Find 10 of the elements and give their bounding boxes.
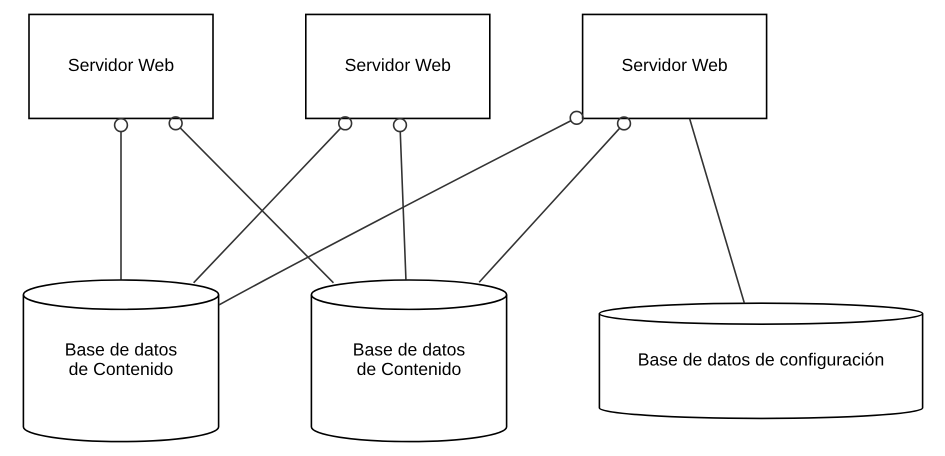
- node-box: Servidor Web: [581, 14, 767, 120]
- connector: [392, 118, 407, 280]
- connector: [218, 110, 584, 306]
- connector: [478, 116, 631, 283]
- node-box: Servidor Web: [304, 14, 490, 120]
- connector: [688, 118, 745, 304]
- connector: [113, 118, 128, 280]
- node-box: Servidor Web: [28, 14, 214, 120]
- connector: [168, 116, 334, 284]
- connector: [192, 116, 352, 284]
